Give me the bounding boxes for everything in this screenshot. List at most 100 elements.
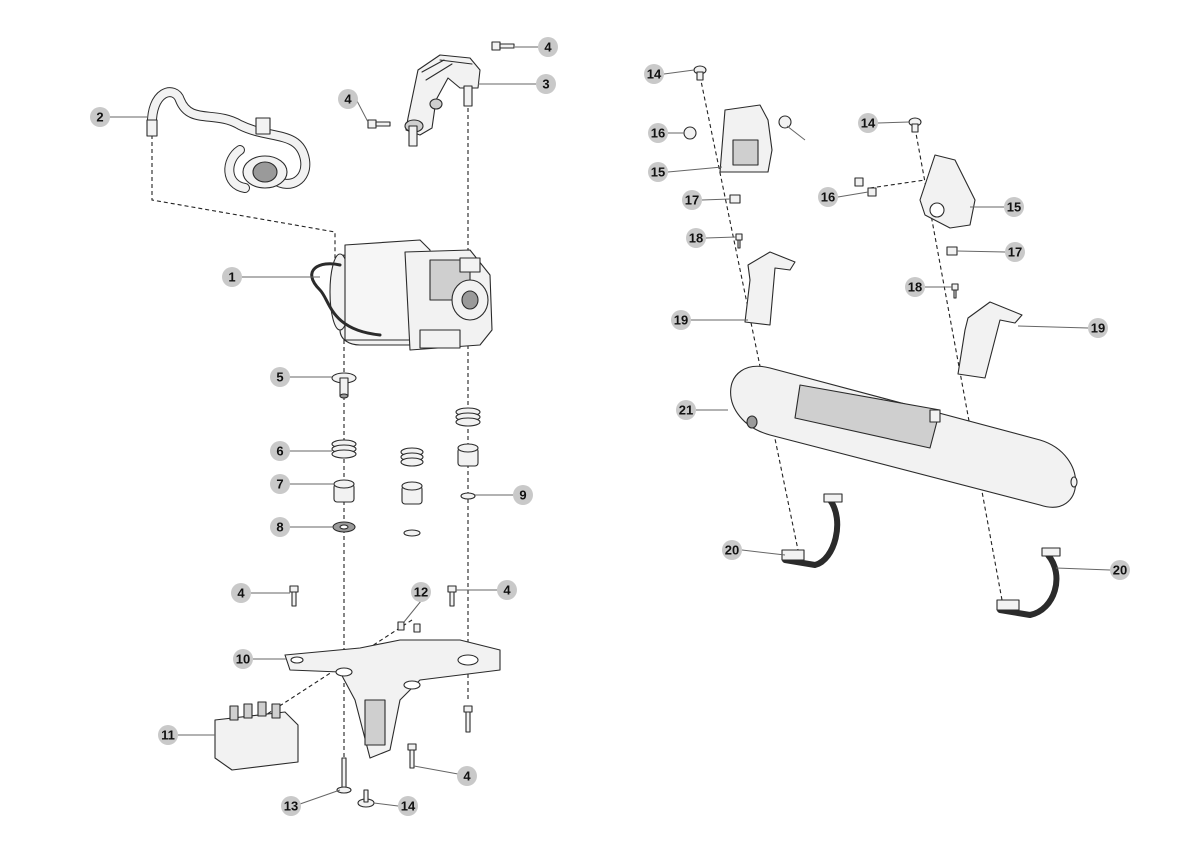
part-valve: [331, 372, 357, 399]
svg-text:12: 12: [414, 585, 428, 600]
part-bolt-top: [491, 41, 515, 51]
callout-18-right: 18: [905, 277, 925, 297]
svg-text:11: 11: [161, 728, 175, 743]
callout-21: 21: [676, 400, 696, 420]
callout-16-right: 16: [818, 187, 838, 207]
svg-text:2: 2: [96, 110, 103, 125]
part-tank-bracket-right: [919, 154, 976, 229]
svg-text:14: 14: [861, 116, 876, 131]
callout-6: 6: [270, 441, 290, 461]
svg-text:3: 3: [542, 77, 549, 92]
callout-14-bottom: 14: [398, 796, 418, 816]
svg-text:17: 17: [1008, 245, 1022, 260]
svg-text:4: 4: [544, 40, 552, 55]
part-top-bracket: [404, 54, 481, 147]
callout-4-mid-left: 4: [231, 583, 251, 603]
callout-4-bracket: 4: [338, 89, 358, 109]
part-spring-right: [455, 407, 481, 427]
svg-text:13: 13: [284, 799, 298, 814]
part-nut-left: [683, 126, 697, 140]
callout-11: 11: [158, 725, 178, 745]
svg-text:20: 20: [725, 543, 739, 558]
callout-7: 7: [270, 474, 290, 494]
part-bolt-mid-right: [447, 585, 457, 607]
callout-14-right-a: 14: [644, 64, 664, 84]
svg-text:20: 20: [1113, 563, 1127, 578]
part-clip-left: [729, 194, 741, 204]
part-hose-with-filter: [146, 87, 311, 193]
part-strap-right: [996, 547, 1061, 618]
callout-8: 8: [270, 517, 290, 537]
part-washer-center: [403, 529, 421, 537]
callout-17-right: 17: [1005, 242, 1025, 262]
part-isolator-center: [401, 481, 423, 505]
part-compressor: [310, 239, 493, 351]
part-clip-right: [946, 246, 958, 256]
callout-20-right: 20: [1110, 560, 1130, 580]
part-bolt-right-a: [693, 65, 707, 81]
part-bolt-lower: [407, 743, 417, 769]
callout-4-lower: 4: [457, 766, 477, 786]
callout-18-left: 18: [686, 228, 706, 248]
callout-2: 2: [90, 107, 110, 127]
svg-text:4: 4: [503, 583, 511, 598]
part-bolt-mid-left: [289, 585, 299, 607]
part-tank-bracket-left: [719, 104, 773, 173]
part-isolator-right: [457, 443, 479, 467]
svg-text:19: 19: [1091, 321, 1105, 336]
part-spring-center: [400, 447, 424, 467]
svg-text:6: 6: [276, 444, 283, 459]
svg-text:7: 7: [276, 477, 283, 492]
callout-12: 12: [411, 582, 431, 602]
part-isolator-left: [333, 479, 355, 503]
part-washer-left: [332, 521, 356, 533]
svg-text:14: 14: [647, 67, 662, 82]
callout-4-mid-right: 4: [497, 580, 517, 600]
part-saddle-right: [957, 301, 1023, 379]
part-bolt-lower-right: [463, 705, 473, 733]
svg-text:10: 10: [236, 652, 250, 667]
svg-text:14: 14: [401, 799, 416, 814]
svg-text:18: 18: [908, 280, 922, 295]
callout-5: 5: [270, 367, 290, 387]
svg-text:5: 5: [276, 370, 283, 385]
svg-text:4: 4: [344, 92, 352, 107]
callout-1: 1: [222, 267, 242, 287]
part-screw-right-b: [951, 283, 959, 299]
part-screw-pair: [397, 621, 421, 633]
part-valve-block: [214, 701, 299, 771]
callout-16-left: 16: [648, 123, 668, 143]
svg-text:4: 4: [463, 769, 471, 784]
part-air-tank: [730, 365, 1078, 508]
callout-15-left: 15: [648, 162, 668, 182]
callout-14-right-b: 14: [858, 113, 878, 133]
svg-text:21: 21: [679, 403, 693, 418]
callout-4-top: 4: [538, 37, 558, 57]
callout-13: 13: [281, 796, 301, 816]
part-bolt-right-b: [908, 117, 922, 133]
part-strap-left: [781, 493, 843, 568]
part-bolt-bracket: [367, 119, 391, 129]
svg-text:15: 15: [651, 165, 665, 180]
leader-lines: [109, 46, 1111, 807]
svg-text:16: 16: [821, 190, 835, 205]
part-spring-left: [331, 439, 357, 459]
part-washer-right: [460, 492, 476, 500]
callout-19-right: 19: [1088, 318, 1108, 338]
part-mounting-bracket: [284, 639, 501, 759]
svg-text:15: 15: [1007, 200, 1021, 215]
svg-text:18: 18: [689, 231, 703, 246]
part-nut-mid: [778, 115, 792, 129]
callout-3: 3: [536, 74, 556, 94]
part-bolt-bottom: [357, 789, 375, 808]
svg-text:16: 16: [651, 126, 665, 141]
part-screw-right-a: [735, 233, 743, 249]
part-long-bolt: [336, 757, 352, 794]
svg-text:8: 8: [276, 520, 283, 535]
svg-text:4: 4: [237, 586, 245, 601]
callout-20-left: 20: [722, 540, 742, 560]
callout-19-left: 19: [671, 310, 691, 330]
svg-text:1: 1: [228, 270, 235, 285]
callout-9: 9: [513, 485, 533, 505]
